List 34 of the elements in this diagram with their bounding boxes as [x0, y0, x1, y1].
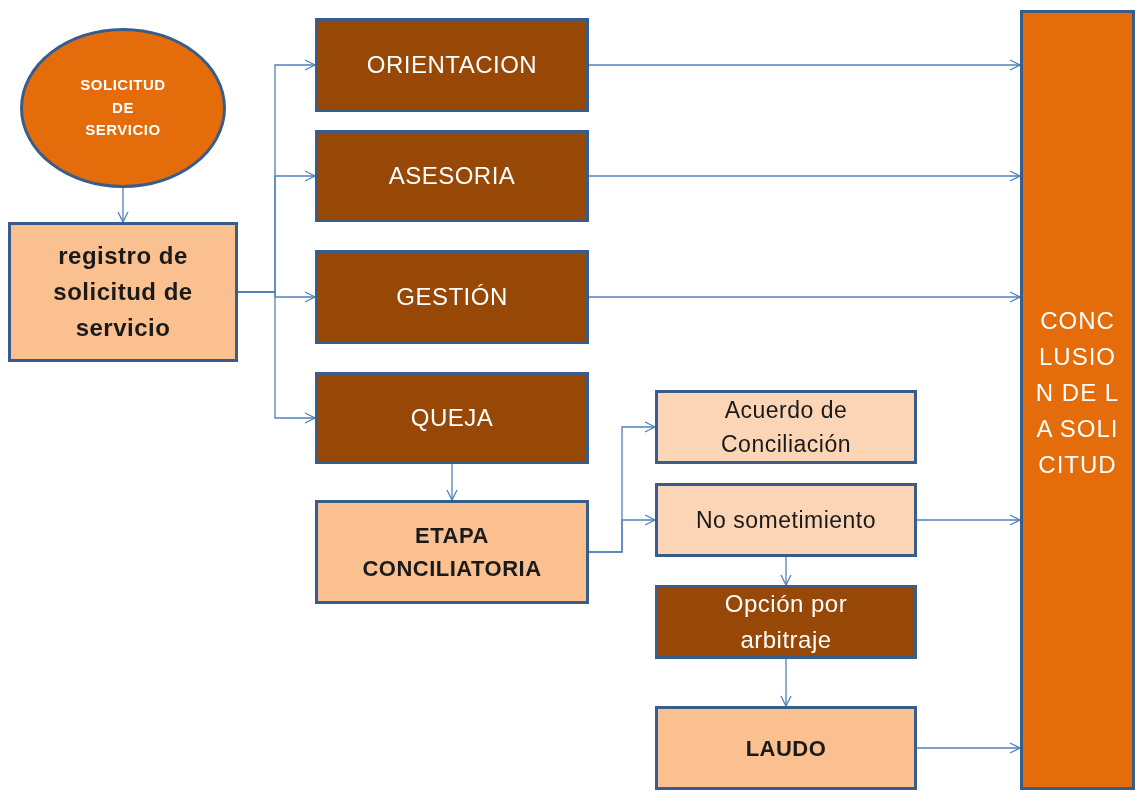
node-label: registro de solicitud de servicio	[52, 241, 194, 343]
arrow	[588, 170, 1021, 182]
node-label: Acuerdo de Conciliación	[720, 395, 852, 459]
process-box	[315, 18, 589, 112]
arrow	[237, 291, 316, 424]
process-box	[315, 250, 589, 344]
arrow	[588, 291, 1021, 303]
node-label: ETAPA CONCILIATORIA	[361, 522, 543, 583]
node-label: ORIENTACION	[366, 50, 538, 80]
arrow	[916, 742, 1021, 754]
node-label: No sometimiento	[695, 505, 877, 535]
arrow	[446, 463, 458, 501]
node-label: CONCLUSION DE LA SOLICITUD	[1034, 306, 1121, 480]
arrow	[588, 59, 1021, 71]
node-label: Opción por arbitraje	[723, 589, 849, 655]
node-label: SOLICITUD DE SERVICIO	[79, 75, 167, 141]
process-box	[1020, 10, 1135, 790]
arrow	[117, 187, 129, 223]
arrow	[916, 514, 1021, 526]
node-label: ASESORIA	[388, 161, 516, 191]
process-box	[315, 130, 589, 222]
process-box	[655, 483, 917, 557]
arrow	[780, 556, 792, 586]
node-label: QUEJA	[410, 403, 494, 433]
node-label: GESTIÓN	[396, 282, 508, 312]
arrow	[588, 514, 656, 553]
process-box	[315, 500, 589, 604]
node-label: LAUDO	[745, 734, 827, 763]
arrow	[780, 658, 792, 707]
process-box	[655, 585, 917, 659]
process-box	[655, 390, 917, 464]
process-box	[8, 222, 238, 362]
process-box	[655, 706, 917, 790]
process-box	[315, 372, 589, 464]
